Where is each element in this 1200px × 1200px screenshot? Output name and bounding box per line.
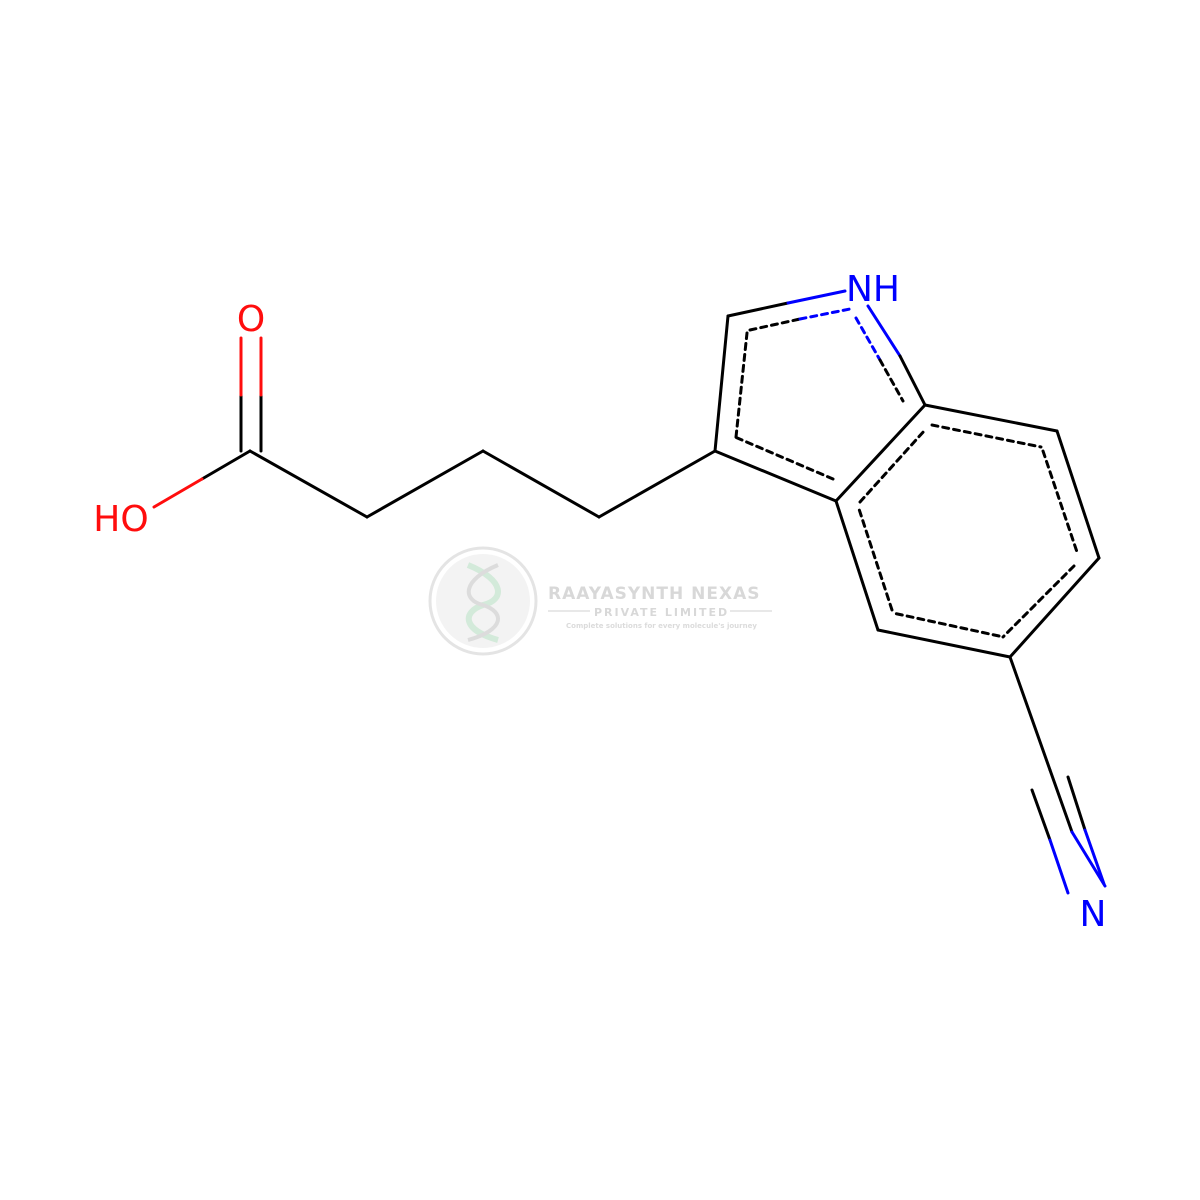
bond-c7a-c3a: [834, 403, 927, 503]
bond-n1-c7a-blue: [866, 304, 902, 358]
bond-nitrile-triple-2-blue: [1048, 838, 1070, 895]
bond-c3-c2: [713, 314, 730, 453]
bond-nitrile-triple-1-blue: [1070, 830, 1107, 888]
atom-label-nitrile-n: N: [1080, 894, 1107, 935]
aromatic-dash-c5-c4: [891, 611, 1001, 638]
bonds: [152, 289, 1107, 895]
aromatic-dash-c3-c2: [734, 331, 749, 439]
bond-nitrile-triple-3-blue: [1083, 828, 1106, 886]
bond-chain-4: [597, 449, 717, 519]
atom-label-carbonyl-o: O: [237, 299, 265, 340]
watermark-title: RAAYASYNTH NEXAS: [548, 584, 761, 604]
bond-n1-c7a: [898, 354, 927, 407]
aromatic-dash-c3a-c3: [733, 435, 835, 481]
aromatic-dash-c2-n1-blue: [798, 307, 852, 321]
aromatic-dash-c4-c3a: [856, 504, 894, 612]
watermark-subtitle: PRIVATE LIMITED: [594, 606, 729, 619]
bond-c2-n1: [726, 301, 790, 318]
bond-c-o-hydroxyl-red: [152, 477, 204, 509]
aromatic-dash-c7a-c7: [930, 423, 1043, 449]
aromatic-dash-c2-n1: [748, 317, 802, 332]
bond-chain-3: [481, 449, 601, 519]
bond-c7-c6: [1055, 429, 1101, 560]
atom-labels: O HO NH N: [93, 269, 1106, 935]
bond-nitrile-triple-1: [1048, 768, 1074, 834]
aromatic-dash-c3a-c7a: [858, 428, 927, 504]
bond-c5-c4: [876, 628, 1012, 659]
bond-c2-n1-blue: [786, 289, 847, 305]
bond-c4-c3a: [834, 499, 880, 632]
aromatic-dash-n1-c7a-blue: [854, 316, 882, 362]
watermark-logo-disc: [436, 554, 530, 648]
bond-c5-cn: [1008, 655, 1052, 772]
bond-chain-2: [365, 449, 485, 519]
bond-c3a-c3: [713, 449, 838, 503]
atom-label-indole-nh: NH: [846, 269, 900, 310]
bond-c-o-hydroxyl: [200, 449, 252, 481]
aromatic-dash-c7-c6: [1041, 449, 1079, 554]
watermark-tagline: Complete solutions for every molecule's …: [566, 622, 757, 630]
bond-nitrile-triple-2: [1030, 788, 1052, 842]
atom-label-hydroxyl: HO: [93, 499, 148, 540]
bond-c6-c5: [1008, 556, 1101, 659]
watermark-logo-ring: [428, 546, 538, 656]
bond-chain-1: [248, 449, 369, 519]
aromatic-dash-c6-c5: [1001, 564, 1076, 639]
aromatic-dash-n1-c7a: [878, 358, 905, 403]
bond-nitrile-triple-3: [1066, 775, 1087, 832]
watermark: RAAYASYNTH NEXAS PRIVATE LIMITED Complet…: [428, 546, 772, 656]
watermark-helix-icon-strand: [466, 563, 500, 642]
bond-c7a-c7: [923, 403, 1059, 433]
